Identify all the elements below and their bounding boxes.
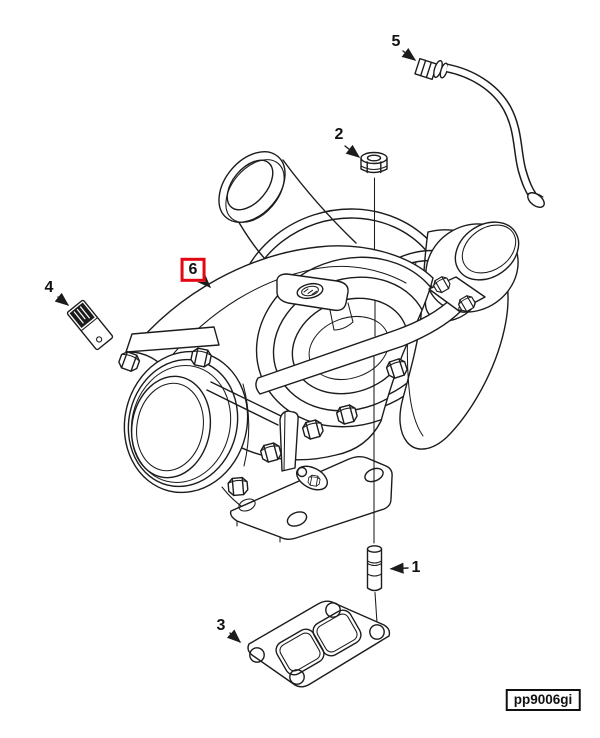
flange-bolt <box>116 349 142 374</box>
hose-end-cap <box>527 192 545 208</box>
link-bolt <box>307 474 321 488</box>
wastegate-actuator <box>424 221 520 322</box>
support-arm <box>255 295 462 395</box>
support-strut <box>206 381 282 426</box>
inlet-bore <box>130 375 212 479</box>
mounting-flange <box>229 456 393 543</box>
gasket-part <box>247 600 391 688</box>
hose-fitting <box>414 57 438 81</box>
callout-arrow-3 <box>226 629 242 643</box>
dataplate-tag-part <box>66 299 114 351</box>
mounting-nut-part <box>360 151 388 251</box>
callout-label-1: 1 <box>411 559 421 576</box>
alignment-line-lower <box>373 299 376 544</box>
callout-label-2: 2 <box>334 126 344 143</box>
exhaust-inlet-flange <box>123 326 269 520</box>
compressor-inlet-horn <box>218 151 357 261</box>
callout-arrow-5 <box>401 47 417 61</box>
callout-label-6-highlighted: 6 <box>180 257 206 283</box>
threaded-hole <box>301 285 319 297</box>
callout-label-4: 4 <box>44 279 54 296</box>
turbocharger-assembly <box>116 151 520 544</box>
callout-arrow-1 <box>389 562 409 574</box>
callout-label-3: 3 <box>216 617 226 634</box>
callout-arrow-2 <box>344 144 361 158</box>
drawing-code-box: pp9006gi <box>505 689 581 711</box>
flange-bolt <box>227 476 249 497</box>
callout-label-5: 5 <box>391 33 401 50</box>
oil-drain-hose-part <box>414 57 545 208</box>
oil-inlet-boss <box>276 273 349 312</box>
callout-arrow-4 <box>54 292 70 306</box>
stud-part <box>366 545 383 624</box>
